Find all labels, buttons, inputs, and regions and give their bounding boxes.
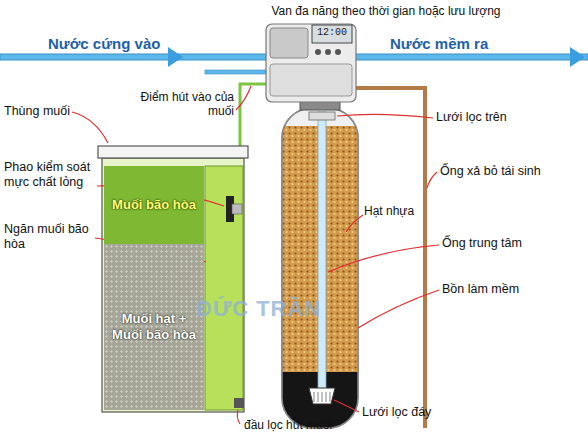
salt-tank-part <box>234 398 244 408</box>
softener-tank-part <box>314 392 330 402</box>
region-text: Muối bão hòa <box>112 197 196 213</box>
softener-tank-part <box>318 112 326 390</box>
main-pipe-part <box>570 47 585 67</box>
valve-label: Van đa năng theo thời gian hoặc lưu lượn… <box>236 4 536 18</box>
softener-tank <box>282 108 358 432</box>
leader-lines-part <box>72 112 108 143</box>
control-valve-part <box>270 64 352 96</box>
part-label: Thùng muối <box>4 104 70 119</box>
inlet-label: Nước cứng vào <box>48 35 160 53</box>
salt-region: Muối hạt + Muối bão hòa <box>104 244 204 410</box>
part-label: Phao kiểm soát mực chất lỏng <box>4 160 96 190</box>
part-label: Ngăn muối bão hòa <box>4 222 96 252</box>
display-text: 12:00 <box>313 27 351 39</box>
leader-lines-part <box>337 114 433 118</box>
part-label: Hạt nhựa <box>364 204 414 218</box>
part-label: Bồn làm mềm <box>442 282 519 297</box>
control-valve-part <box>270 28 308 58</box>
main-pipe-part <box>168 47 183 67</box>
watermark: ĐỨC TRẦN <box>196 296 321 322</box>
part-label: Lưới lọc trên <box>436 110 507 125</box>
salt-tank-part <box>98 146 248 158</box>
part-label: Điểm hút vào của muối <box>128 90 234 119</box>
part-label: Ống xả bỏ tái sinh <box>440 164 541 179</box>
control-valve-part <box>266 24 356 102</box>
control-valve-part <box>325 49 331 55</box>
part-label: đầu lọc hút muối <box>244 418 332 432</box>
control-valve-part <box>335 49 341 55</box>
control-valve-part <box>312 25 352 43</box>
region-text: Muối hạt + Muối bão hòa <box>108 311 200 342</box>
leader-lines-part <box>346 215 363 232</box>
bypass-pipe <box>205 70 268 74</box>
leader-lines-part <box>328 245 439 272</box>
softener-tank-part <box>282 108 358 428</box>
control-valve <box>266 24 356 110</box>
softener-tank-part <box>309 112 335 120</box>
salt-tank <box>98 146 248 412</box>
part-label: Ống trung tâm <box>442 236 522 251</box>
part-label: Lưới lọc đáy <box>362 405 431 420</box>
salt-tank-part <box>205 166 243 410</box>
leader-lines-part <box>237 410 240 424</box>
leader-lines <box>72 86 439 424</box>
outlet-label: Nước mềm ra <box>390 35 488 53</box>
salt-tank-part <box>102 158 244 412</box>
bypass-pipe-part <box>205 70 268 74</box>
leader-lines-part <box>427 172 437 188</box>
leader-lines-part <box>236 86 251 110</box>
brine-region: Muối bão hòa <box>104 166 204 244</box>
softener-tank-part <box>309 388 335 404</box>
control-valve-part <box>315 49 321 55</box>
salt-tank-part <box>232 204 242 214</box>
leader-lines-part <box>358 290 439 328</box>
leader-lines-part <box>334 400 359 412</box>
